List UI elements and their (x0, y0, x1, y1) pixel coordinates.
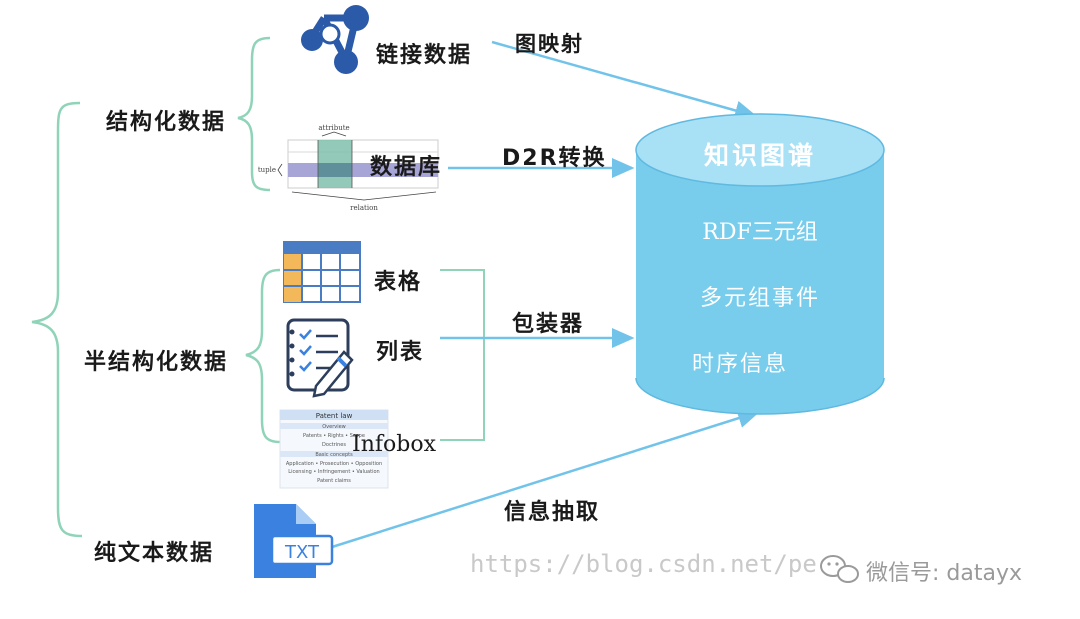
infobox-thumb-row: Doctrines (322, 442, 346, 448)
knowledge-graph-title: 知识图谱 (703, 141, 816, 170)
txt-icon-text: TXT (284, 542, 320, 563)
kg-item-multi-tuple-events: 多元组事件 (699, 286, 820, 311)
semi-brace (245, 268, 281, 444)
method-wrapper: 包装器 (512, 312, 585, 337)
infobox-thumb-title: Patent law (316, 412, 353, 420)
checklist-icon (286, 318, 354, 398)
linked-data-network-icon (301, 5, 369, 74)
infobox-thumb-row: Patents • Rights • Scope (303, 433, 365, 439)
wrapper-bracket (440, 269, 485, 441)
method-d2r-conversion: D2R转换 (502, 146, 607, 171)
infobox-thumb-row: Basic concepts (315, 452, 353, 458)
txt-file-icon: TXT (254, 504, 334, 578)
category-plain-text-data: 纯文本数据 (94, 541, 215, 566)
wechat-logo-icon (820, 555, 859, 583)
infobox-thumb-row: Licensing • Infringement • Valuation (288, 469, 379, 475)
source-database: 数据库 (370, 155, 443, 180)
category-semi-structured-data: 半结构化数据 (84, 350, 229, 375)
infobox-thumb-row: Application • Prosecution • Opposition (286, 461, 382, 467)
source-list: 列表 (376, 340, 425, 365)
infobox-thumbnail: Patent law Overview Patents • Rights • S… (279, 409, 389, 489)
db-tuple-label: tuple (258, 166, 276, 174)
method-info-extraction: 信息抽取 (504, 500, 601, 525)
kg-item-temporal-info: 时序信息 (691, 352, 788, 377)
db-relation-label: relation (350, 204, 378, 212)
main-brace (31, 101, 83, 538)
knowledge-graph-cylinder (635, 113, 885, 415)
infobox-thumb-row: Patent claims (317, 478, 351, 484)
table-icon (283, 241, 361, 303)
category-structured-data: 结构化数据 (106, 110, 227, 135)
arrow-graph-mapping (491, 40, 758, 121)
url-watermark: https://blog.csdn.net/pe (470, 550, 817, 578)
arrow-info-extraction (331, 408, 761, 549)
source-table: 表格 (374, 270, 423, 295)
infobox-thumb-row: Overview (322, 424, 346, 430)
source-infobox: Infobox (352, 432, 436, 457)
kg-item-rdf-triples: RDF三元组 (702, 220, 818, 245)
structured-brace (237, 36, 271, 192)
wechat-id-watermark: 微信号: datayx (866, 561, 1022, 586)
method-graph-mapping: 图映射 (515, 32, 584, 56)
db-attribute-label: attribute (318, 124, 349, 132)
database-relation-icon: attribute tuple relation (258, 124, 439, 212)
source-linked-data: 链接数据 (376, 43, 473, 68)
